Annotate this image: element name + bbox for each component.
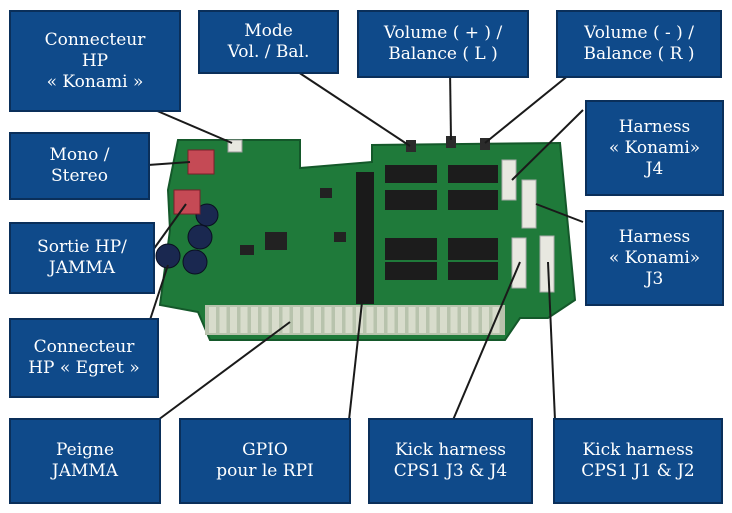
jamma-finger xyxy=(377,307,384,333)
jamma-finger xyxy=(408,307,416,333)
red-switches xyxy=(173,149,215,215)
jamma-finger xyxy=(429,307,437,333)
jamma-finger xyxy=(335,307,342,333)
jamma-finger xyxy=(261,307,269,333)
leader-lines xyxy=(147,67,584,421)
logic-chips xyxy=(385,165,498,280)
jamma-finger xyxy=(324,307,332,333)
jamma-finger xyxy=(293,307,300,333)
jamma-finger xyxy=(398,307,405,333)
label-connecteur-hp-konami: Connecteur HP « Konami » xyxy=(9,10,181,112)
jamma-finger xyxy=(461,307,468,333)
label-sortie-hp-jamma: Sortie HP/ JAMMA xyxy=(9,222,155,294)
jamma-finger xyxy=(419,307,426,333)
label-gpio-rpi: GPIO pour le RPI xyxy=(179,418,351,504)
jamma-finger xyxy=(251,307,258,333)
jamma-finger xyxy=(482,307,489,333)
label-kick-harness-cps1-j3-j4: Kick harness CPS1 J3 & J4 xyxy=(368,418,533,504)
label-mode: Mode Vol. / Bal. xyxy=(198,10,339,74)
jamma-finger xyxy=(345,307,353,333)
label-peigne-jamma: Peigne JAMMA xyxy=(9,418,161,504)
label-volume-plus: Volume ( + ) / Balance ( L ) xyxy=(357,10,529,78)
label-connecteur-hp-egret: Connecteur HP « Egret » xyxy=(9,318,159,398)
harness-connectors xyxy=(501,159,555,293)
jamma-finger xyxy=(450,307,458,333)
jamma-finger xyxy=(282,307,290,333)
label-mono-stereo: Mono / Stereo xyxy=(9,132,150,200)
jamma-finger xyxy=(240,307,248,333)
jamma-finger xyxy=(219,307,227,333)
label-volume-minus: Volume ( - ) / Balance ( R ) xyxy=(556,10,722,78)
jamma-finger xyxy=(471,307,479,333)
small-chips xyxy=(240,188,346,255)
jamma-finger xyxy=(303,307,311,333)
label-kick-harness-cps1-j1-j2: Kick harness CPS1 J1 & J2 xyxy=(553,418,723,504)
jamma-finger xyxy=(387,307,395,333)
jamma-finger xyxy=(440,307,447,333)
label-harness-konami-j3: Harness « Konami» J3 xyxy=(585,210,724,306)
jamma-finger xyxy=(366,307,374,333)
capacitors xyxy=(155,203,219,275)
jamma-finger xyxy=(209,307,216,333)
jamma-finger xyxy=(230,307,237,333)
jamma-finger xyxy=(314,307,321,333)
label-harness-konami-j4: Harness « Konami» J4 xyxy=(585,100,724,196)
gpio-header xyxy=(356,172,374,304)
jamma-edge-fingers xyxy=(205,305,505,335)
jamma-finger xyxy=(272,307,279,333)
push-buttons xyxy=(406,136,490,152)
